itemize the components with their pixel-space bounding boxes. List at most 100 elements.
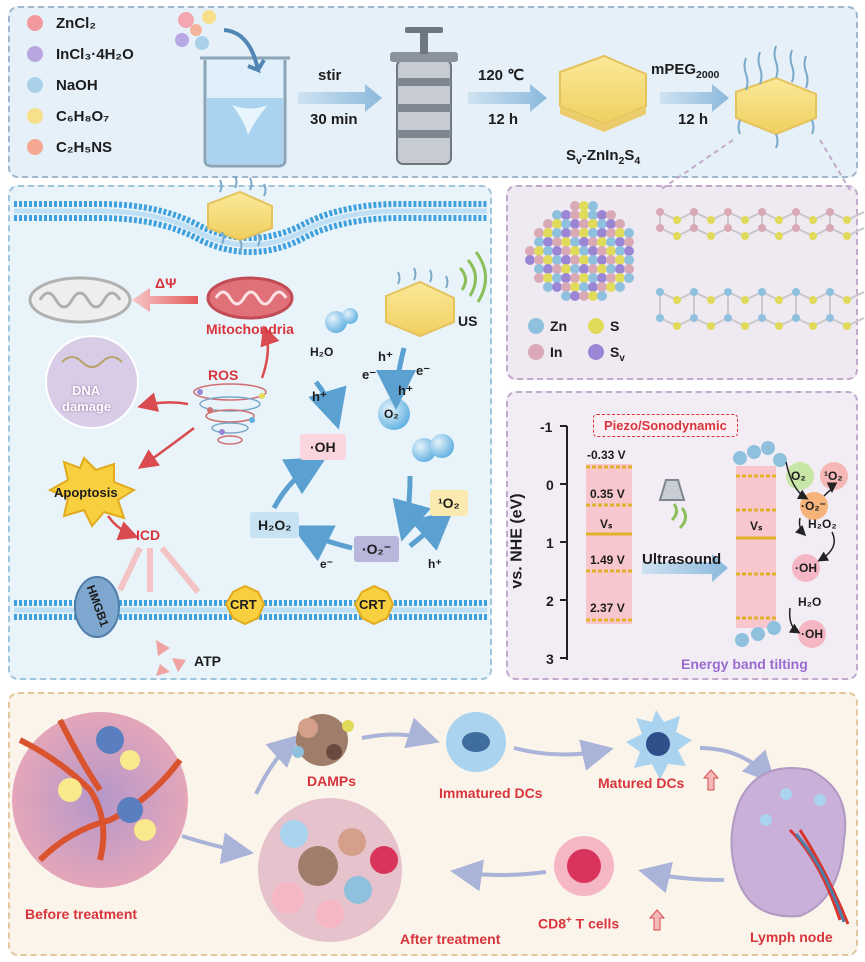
band-singlet-label: ¹O₂ <box>824 469 843 483</box>
pegylated-nanosheet-icon <box>735 45 817 149</box>
hole-label-2: h⁺ <box>398 383 413 398</box>
damps-to-immature-arrow <box>361 717 440 749</box>
stir-time-label: 30 min <box>310 111 358 128</box>
ultrasound-probe-icon <box>658 479 687 530</box>
immature-to-mature-arrow <box>513 739 614 771</box>
crt-label-1: CRT <box>230 597 257 612</box>
band-title-box: Piezo/Sonodynamic <box>593 414 738 437</box>
cd8-t-cell-icon <box>554 836 614 896</box>
cd8-t-cells-label: CD8+ T cells <box>538 915 620 932</box>
dna-damage-bubble <box>45 335 139 429</box>
reagent-swatch-naoh <box>27 77 43 93</box>
crt-protein-icon <box>224 584 266 626</box>
h2o2-to-oh-arrow <box>271 457 327 510</box>
electron-label-1: e⁻ <box>362 367 377 382</box>
before-treatment-label: Before treatment <box>25 906 138 922</box>
band-reaction-arrows <box>785 461 838 634</box>
autoclave-icon <box>390 27 458 165</box>
hydroxyl-radical-box: ·OH <box>300 434 346 460</box>
icd-release-arrows <box>117 546 201 594</box>
after-to-damps-arrow <box>254 734 300 795</box>
apoptosis-label: Apoptosis <box>54 485 118 500</box>
o2-to-superoxide-arrow <box>392 475 432 542</box>
ros-spiral-icon <box>193 383 267 445</box>
damaged-mitochondria-icon <box>28 276 132 324</box>
matured-dc-icon <box>626 710 692 780</box>
cd8-to-after-arrow <box>450 859 547 892</box>
dna-label-2: damage <box>62 399 112 414</box>
zoom-dash-lines <box>659 139 851 191</box>
peg-label: mPEG2000 <box>651 61 720 81</box>
product-label: Sv-ZnIn2S4 <box>566 147 641 167</box>
ultrasound-arrow <box>642 554 728 582</box>
dna-label-1: DNA <box>72 383 101 398</box>
tick-minus-1: -1 <box>540 419 553 435</box>
oh-bubble-1 <box>792 554 820 582</box>
stir-arrow <box>298 84 382 112</box>
band-o2-label: O₂ <box>791 469 806 483</box>
tick-2: 2 <box>546 593 554 609</box>
reagent-label-citric: C₆H₈O₇ <box>56 108 110 125</box>
ros-label: ROS <box>208 367 239 383</box>
electron-charges-icon <box>733 441 787 647</box>
znin2s4-hexagon-icon <box>559 54 647 132</box>
hmgb1-protein-icon <box>74 576 120 638</box>
crystal-lattice-icon <box>656 208 865 330</box>
stir-label: stir <box>318 67 342 84</box>
band-level-lines <box>586 465 632 622</box>
band-gap-bar <box>586 464 632 624</box>
ros-to-dna-arrow <box>137 392 189 412</box>
band-h2o-label: H₂O <box>798 595 822 609</box>
before-to-after-arrow <box>181 832 254 865</box>
superoxide-to-singlet-arrow <box>408 509 454 551</box>
peg-arrow <box>660 84 729 112</box>
band-h2o2-label: H₂O₂ <box>808 517 837 531</box>
h2o2-box: H₂O₂ <box>250 512 300 538</box>
h2o-label: H₂O <box>310 345 334 359</box>
crt-label-2: CRT <box>359 597 386 612</box>
band-axis <box>560 425 568 660</box>
band-y-axis-label: vs. NHE (eV) <box>508 493 526 589</box>
tumor-after-icon <box>258 798 402 942</box>
legend-s-label: S <box>610 318 620 334</box>
tick-0: 0 <box>546 477 554 493</box>
atp-label: ATP <box>194 653 221 669</box>
electron-label-2: e⁻ <box>416 363 431 378</box>
lymph-node-label: Lymph node <box>750 929 833 945</box>
icd-label: ICD <box>136 527 161 543</box>
tilted-band-bar <box>736 466 776 628</box>
damps-cluster-icon <box>292 714 354 766</box>
legend-swatches <box>528 318 604 360</box>
mitochondria-label: Mitochondria <box>206 321 294 337</box>
legend-sv-label: Sv <box>610 344 625 364</box>
band-tilting-label: Energy band tilting <box>681 656 808 672</box>
temperature-label: 120 ℃ <box>478 67 525 84</box>
electron-label-3: e⁻ <box>320 557 334 571</box>
ultrasound-nanosheet-icon <box>385 251 487 338</box>
tilted-vs-label: Vₛ <box>750 519 763 533</box>
immatured-dcs-label: Immatured DCs <box>439 785 543 801</box>
hole-label-1: h⁺ <box>378 349 393 364</box>
membrane-potential-arrow <box>132 288 198 312</box>
level-237-label: 2.37 V <box>590 601 625 615</box>
tick-3: 3 <box>546 651 554 667</box>
heating-time-label: 12 h <box>488 111 519 128</box>
beaker-icon <box>200 28 290 168</box>
after-treatment-label: After treatment <box>400 931 501 947</box>
hole-label-4: h⁺ <box>428 557 442 571</box>
atp-triangles-icon <box>156 640 186 676</box>
reagent-label-naoh: NaOH <box>56 77 98 94</box>
mitochondria-icon <box>206 276 294 320</box>
apoptosis-to-icd-arrow <box>106 515 139 541</box>
peg-time-label: 12 h <box>678 111 709 128</box>
nanosheet-entering-icon <box>207 175 273 253</box>
h2o-to-oh-arrow <box>308 380 347 430</box>
delta-psi-label: ΔΨ <box>155 275 177 291</box>
ultrasound-label: Ultrasound <box>642 551 722 568</box>
reagent-swatch-zncl2 <box>27 15 43 31</box>
apoptosis-burst-icon <box>47 456 137 528</box>
band-oh-label-2: ·OH <box>801 627 823 641</box>
superoxide-to-h2o2-arrow <box>291 525 353 562</box>
immature-dc-icon <box>446 712 506 772</box>
